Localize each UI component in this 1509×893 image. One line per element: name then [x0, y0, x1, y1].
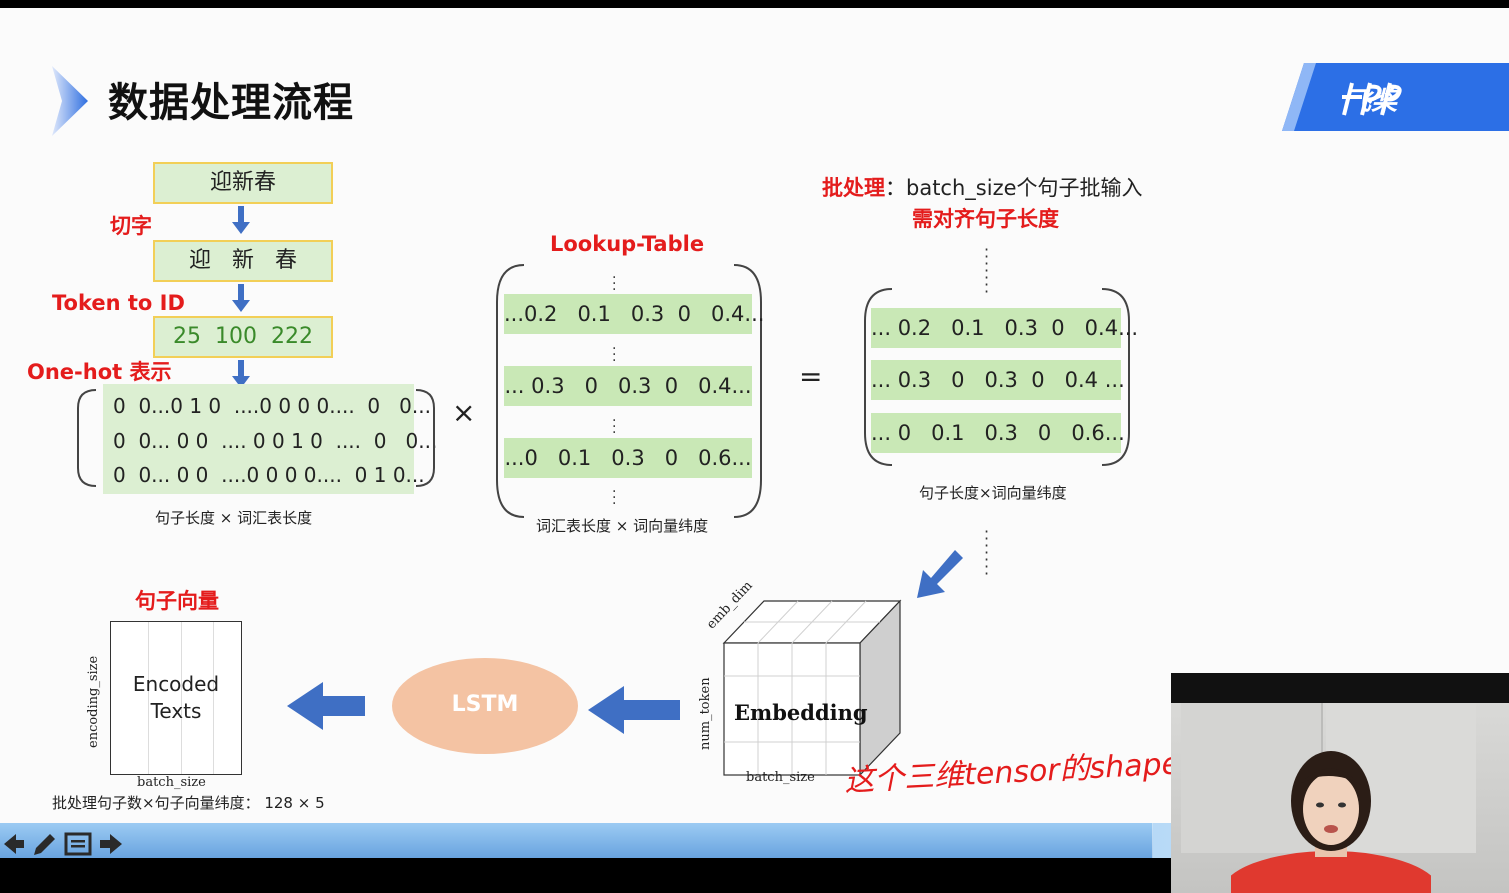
page-title: 数据处理流程 — [108, 80, 354, 126]
one-hot-matrix: 0 0...0 1 0 ....0 0 0 0.... 0 0... 0 0..… — [103, 384, 437, 494]
title-chevron-icon — [52, 66, 88, 136]
vertical-dots: ··· — [612, 341, 617, 369]
one-hot-caption: 句子长度 × 词汇表长度 — [155, 509, 313, 527]
toolbar-segment — [864, 823, 961, 858]
encoding-size-axis-label: encoding_size — [86, 655, 101, 748]
one-hot-row: 0 0... 0 0 .... 0 0 1 0 .... 0 0... — [113, 429, 438, 453]
batch-caption: 句子长度×词向量纬度 — [919, 484, 1067, 502]
prev-slide-icon[interactable] — [2, 832, 26, 856]
toolbar-segment — [384, 823, 481, 858]
lookup-bracket-icon — [496, 264, 762, 518]
vertical-dots: ··· — [612, 413, 617, 441]
batch-label-colon: ： — [885, 176, 906, 200]
webcam-video — [1171, 703, 1509, 893]
toolbar-segment — [480, 823, 577, 858]
char-2: 新 — [231, 248, 254, 273]
grid-line — [181, 622, 182, 774]
batch-bracket-icon — [864, 288, 1130, 466]
toolbar-segment — [672, 823, 769, 858]
lstm-label: LSTM — [451, 692, 519, 717]
down-arrow-icon — [232, 206, 250, 234]
left-arrow-icon — [287, 682, 365, 730]
lookup-row: ...0.2 0.1 0.3 0 0.4... — [504, 294, 764, 334]
slide: 数据处理流程 飞桨 迎新春 切字 迎 新 春 Token to ID 25 10… — [0, 8, 1509, 858]
left-arrow-icon — [588, 686, 680, 734]
encoded-texts-line1: Encoded — [132, 672, 220, 696]
vertical-dots: ······· — [984, 522, 990, 583]
input-sentence-box: 迎新春 — [153, 162, 333, 204]
webcam-overlay — [1171, 673, 1509, 893]
encoded-texts-box: Encoded Texts — [110, 621, 242, 775]
batch-row: ... 0.2 0.1 0.3 0 0.4... — [871, 308, 1138, 348]
toolbar-segment — [768, 823, 865, 858]
next-slide-icon[interactable] — [98, 832, 124, 856]
char-1: 迎 — [188, 248, 211, 273]
times-symbol: × — [452, 396, 476, 429]
lookup-table-title: Lookup-Table — [550, 232, 705, 256]
chars-box: 迎 新 春 — [153, 240, 333, 282]
vertical-dots: ······· — [984, 240, 990, 301]
batch-row: ... 0 0.1 0.3 0 0.6... — [871, 413, 1125, 453]
batch-align-label: 需对齐句子长度 — [912, 207, 1059, 231]
one-hot-row: 0 0... 0 0 ....0 0 0 0.... 0 1 0... — [113, 463, 425, 487]
embedding-cube — [722, 599, 902, 777]
menu-icon[interactable] — [64, 832, 92, 856]
lookup-caption: 词汇表长度 × 词向量纬度 — [536, 517, 709, 535]
cut-label: 切字 — [110, 214, 152, 238]
char-3: 春 — [274, 248, 297, 273]
token-to-id-label: Token to ID — [52, 291, 185, 315]
vertical-dots: ··· — [612, 270, 617, 298]
batch-label: 批处理：batch_size个句子批输入 — [822, 172, 1143, 202]
lookup-row: ... 0.3 0 0.3 0 0.4... — [504, 366, 752, 406]
one-hot-label: One-hot 表示 — [27, 360, 172, 384]
batch-label-text: batch_size个句子批输入 — [906, 176, 1143, 200]
equals-symbol: = — [799, 360, 823, 393]
vertical-dots: ··· — [612, 484, 617, 512]
presentation-toolbar — [0, 823, 1175, 858]
one-hot-row: 0 0...0 1 0 ....0 0 0 0.... 0 0... — [113, 394, 431, 418]
bracket-left-icon — [77, 389, 97, 487]
num-token-axis-label: num_token — [698, 677, 713, 750]
grid-line — [213, 622, 214, 774]
toolbar-segment — [1056, 823, 1153, 858]
pen-icon[interactable] — [30, 831, 58, 858]
diagonal-arrow-icon — [917, 550, 963, 598]
ids-box: 25 100 222 — [153, 316, 333, 358]
logo-text: 飞桨 — [1345, 87, 1398, 117]
presenter-avatar — [1231, 751, 1431, 893]
batch-label-red: 批处理 — [822, 176, 885, 200]
lstm-node — [392, 658, 578, 754]
encoded-texts-line2: Texts — [150, 699, 202, 723]
toolbar-segment — [576, 823, 673, 858]
sentence-vector-caption: 批处理句子数×句子向量纬度： 128 × 5 — [52, 794, 325, 812]
paddle-logo — [1282, 63, 1509, 131]
down-arrow-icon — [232, 284, 250, 312]
sentence-batch-size-axis-label: batch_size — [137, 775, 206, 790]
lookup-row: ...0 0.1 0.3 0 0.6... — [504, 438, 752, 478]
bracket-right-icon — [415, 389, 435, 487]
sentence-vector-title: 句子向量 — [135, 589, 219, 613]
embedding-label: Embedding — [734, 700, 868, 725]
down-arrow-icon — [232, 360, 250, 388]
batch-size-axis-label: batch_size — [746, 770, 815, 785]
grid-line — [148, 622, 149, 774]
toolbar-segment — [960, 823, 1057, 858]
toolbar-segment — [288, 823, 385, 858]
toolbar-segment — [192, 823, 289, 858]
batch-row: ... 0.3 0 0.3 0 0.4 ... — [871, 360, 1125, 400]
